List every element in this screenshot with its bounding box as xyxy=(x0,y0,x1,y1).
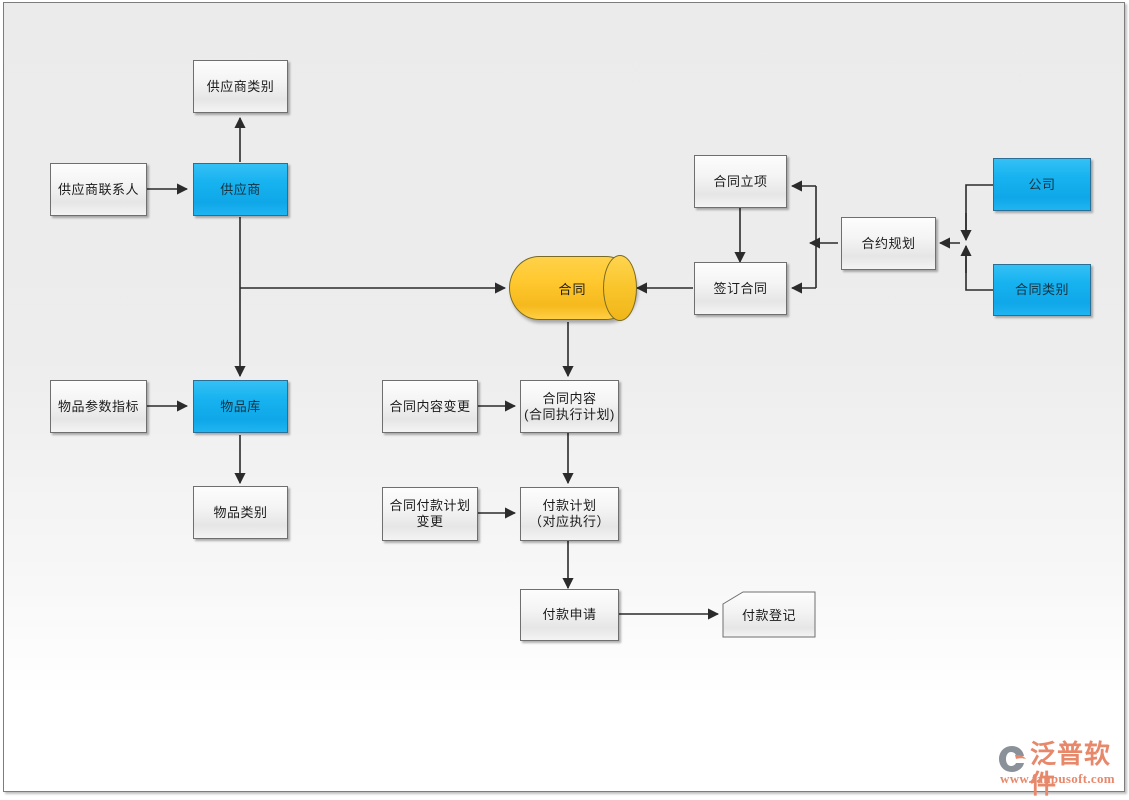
node-supplier-category[interactable]: 供应商类别 xyxy=(193,60,288,113)
node-label: 付款登记 xyxy=(741,608,796,623)
logo-url: www.fanpusoft.com xyxy=(1000,771,1115,786)
node-label: 签订合同 xyxy=(713,280,768,296)
node-payment-register[interactable]: 付款登记 xyxy=(722,591,816,638)
node-contract-content[interactable]: 合同内容 (合同执行计划) xyxy=(520,380,619,433)
node-item-category[interactable]: 物品类别 xyxy=(193,486,288,539)
node-label: 合约规划 xyxy=(861,235,916,251)
node-label: 合同立项 xyxy=(713,173,768,189)
node-label: 合同付款计划 变更 xyxy=(389,498,471,529)
node-label: 合同类别 xyxy=(1014,282,1069,297)
node-contract-planning[interactable]: 合约规划 xyxy=(841,217,936,270)
node-item-store[interactable]: 物品库 xyxy=(193,380,288,433)
node-label: 物品库 xyxy=(220,398,261,414)
node-supplier-contact[interactable]: 供应商联系人 xyxy=(50,163,147,216)
node-label: 物品类别 xyxy=(213,504,268,520)
node-company[interactable]: 公司 xyxy=(993,158,1091,211)
node-contract-initiation[interactable]: 合同立项 xyxy=(694,155,787,208)
node-contract-payment-plan-change[interactable]: 合同付款计划 变更 xyxy=(382,487,478,541)
node-item-param-index[interactable]: 物品参数指标 xyxy=(50,380,147,433)
node-payment-plan[interactable]: 付款计划 （对应执行） xyxy=(520,487,619,541)
node-contract-cylinder[interactable]: 合同 xyxy=(509,255,637,321)
logo-brand: 泛普软件 xyxy=(1030,740,1112,800)
node-label: 物品参数指标 xyxy=(57,398,139,414)
node-contract-content-change[interactable]: 合同内容变更 xyxy=(382,380,478,433)
node-label: 合同内容 (合同执行计划) xyxy=(524,390,615,422)
company-logo: 泛普软件 www.fanpusoft.com xyxy=(998,740,1124,800)
cylinder-cap xyxy=(603,255,637,321)
node-contract-signing[interactable]: 签订合同 xyxy=(694,262,787,315)
node-contract-category[interactable]: 合同类别 xyxy=(993,264,1091,316)
pentagon-shape xyxy=(722,591,816,638)
node-label: 公司 xyxy=(1028,176,1056,192)
node-supplier[interactable]: 供应商 xyxy=(193,163,288,216)
node-label: 合同内容变更 xyxy=(389,398,471,414)
node-label: 供应商类别 xyxy=(206,78,275,94)
node-label: 付款计划 （对应执行） xyxy=(528,498,610,529)
node-label: 合同 xyxy=(558,281,587,297)
swoosh-icon xyxy=(999,746,1026,772)
node-label: 供应商联系人 xyxy=(57,181,139,197)
node-payment-request[interactable]: 付款申请 xyxy=(520,589,619,641)
node-label: 付款申请 xyxy=(542,607,597,622)
node-label: 供应商 xyxy=(220,181,261,197)
